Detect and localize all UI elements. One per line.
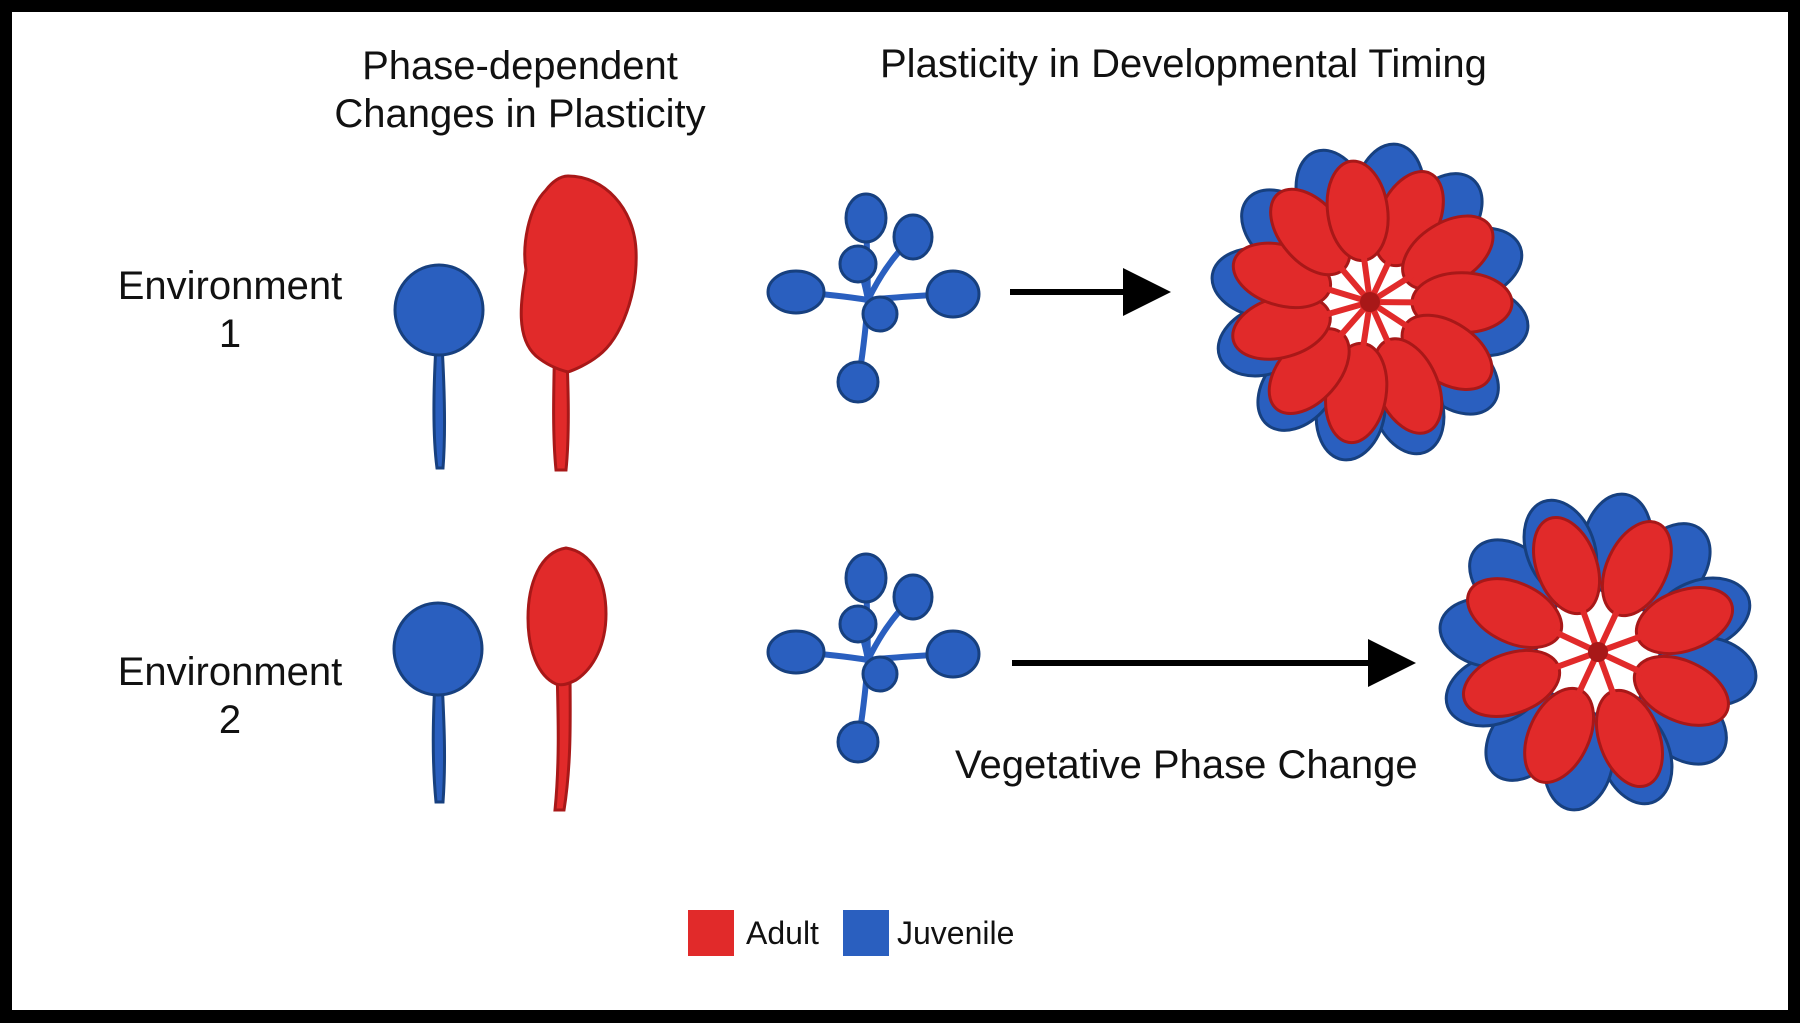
legend-adult-swatch — [688, 910, 734, 956]
rosette-center — [1360, 292, 1380, 312]
env2-juvenile-seedling — [766, 552, 981, 764]
environment-2-name: Environment — [117, 650, 343, 694]
rosette-center — [1588, 642, 1608, 662]
legend-adult-label: Adult — [746, 914, 819, 951]
legend-juvenile-swatch — [843, 910, 889, 956]
phase-dependent-title: Phase-dependent Changes in Plasticity — [300, 42, 740, 138]
env2-adult-leaf — [526, 546, 608, 812]
environment-1-number: 1 — [218, 312, 242, 356]
seedling-leaf — [892, 573, 934, 621]
legend-juvenile: Juvenile — [843, 908, 1014, 958]
seedling-leaf — [861, 295, 899, 333]
seedling-leaf — [838, 604, 878, 644]
seedling-leaf — [844, 192, 888, 244]
phase-dependent-title-line1: Phase-dependent — [362, 44, 678, 88]
environment-1-label: Environment 1 — [80, 262, 380, 358]
env1-juvenile-leaf — [393, 263, 485, 470]
legend-adult: Adult — [688, 908, 819, 958]
developmental-timing-title: Plasticity in Developmental Timing — [880, 42, 1487, 86]
figure-frame — [12, 12, 1788, 1010]
legend-juvenile-label: Juvenile — [897, 914, 1015, 951]
seedling-leaf — [925, 629, 981, 679]
seedling-leaf — [836, 720, 880, 764]
seedling-leaf — [861, 655, 899, 693]
seedling-leaf — [838, 244, 878, 284]
seedling-leaf — [925, 269, 981, 319]
seedling-leaf — [836, 360, 880, 404]
environment-2-label: Environment 2 — [80, 648, 380, 744]
vegetative-phase-change-label: Vegetative Phase Change — [955, 743, 1418, 787]
environment-1-name: Environment — [117, 264, 343, 308]
seedling-leaf — [844, 552, 888, 604]
env1-juvenile-seedling — [766, 192, 981, 404]
env2-mature-rosette — [1438, 492, 1758, 812]
phase-dependent-title-line2: Changes in Plasticity — [334, 92, 706, 136]
env2-juvenile-leaf — [392, 601, 484, 804]
env1-mature-rosette — [1210, 142, 1530, 462]
environment-2-number: 2 — [218, 698, 242, 742]
seedling-leaf — [892, 213, 934, 261]
seedling-leaf — [766, 629, 826, 675]
seedling-leaf — [766, 269, 826, 315]
env1-adult-leaf — [519, 174, 638, 472]
